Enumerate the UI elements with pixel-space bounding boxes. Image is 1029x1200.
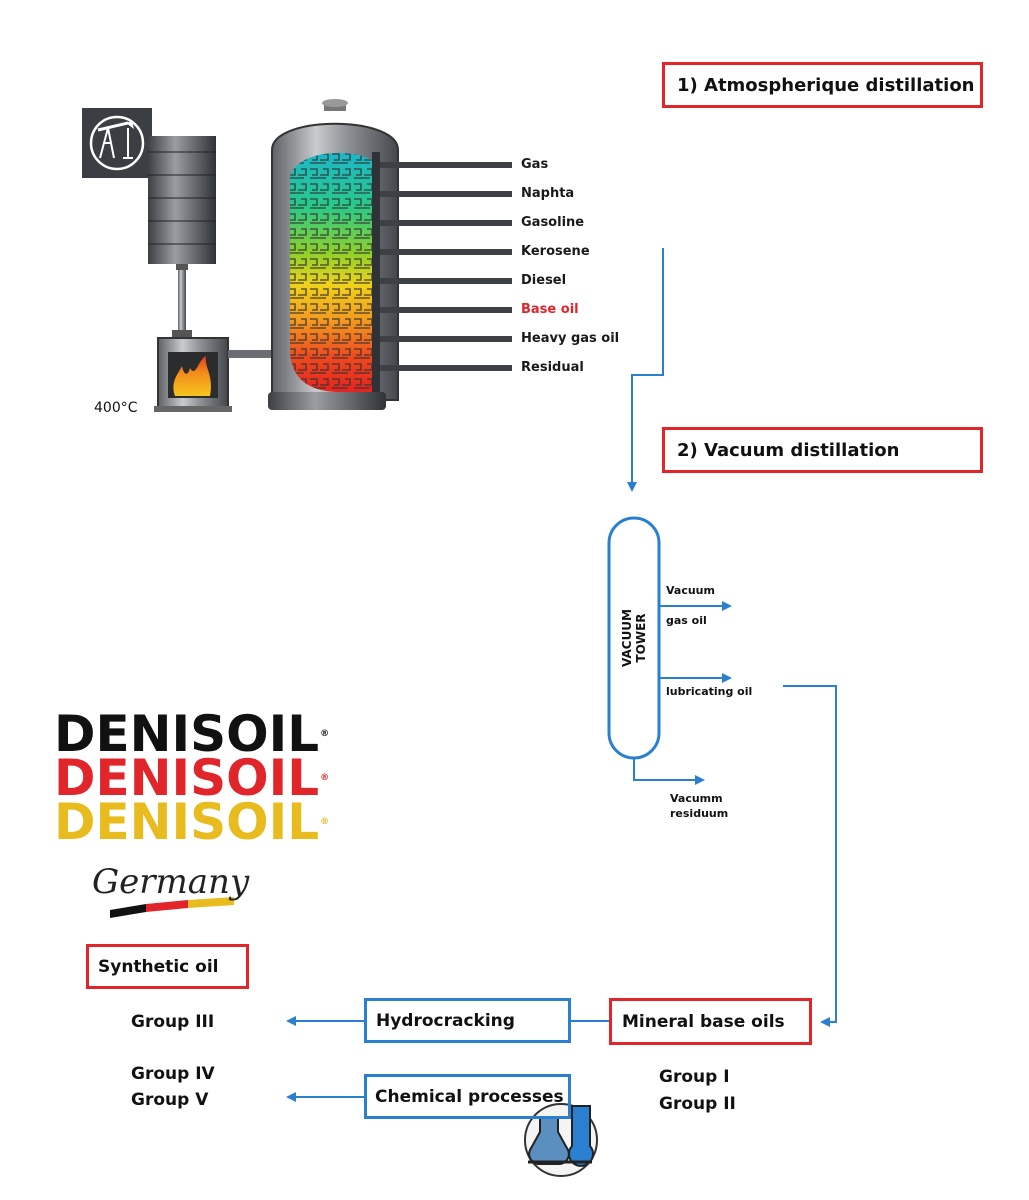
crude-tank <box>148 136 216 338</box>
lab-flask-icon <box>524 1103 598 1177</box>
output-heavy-gas-oil: Heavy gas oil <box>521 331 620 346</box>
group-ii: Group II <box>659 1094 736 1114</box>
hydrocracking-box: Hydrocracking <box>364 998 571 1043</box>
vacuum-tower-name: VACUUM TOWER <box>620 609 648 667</box>
brand-country: Germany <box>92 862 250 902</box>
group-i: Group I <box>659 1067 730 1087</box>
output-diesel: Diesel <box>521 273 567 288</box>
output-naphta: Naphta <box>521 186 575 201</box>
brand-name-red: DENISOIL <box>54 749 320 807</box>
output-gas: Gas <box>521 157 549 172</box>
vacuum-tower-name-line1: VACUUM <box>620 609 634 667</box>
germany-flag-stripe <box>110 897 234 918</box>
chemical-processes-box: Chemical processes <box>364 1074 571 1119</box>
output-residual: Residual <box>521 360 584 375</box>
vacuum-output-1-line2: gas oil <box>666 614 707 627</box>
brand-reg-black: ® <box>320 729 330 739</box>
output-base-oil: Base oil <box>521 302 579 317</box>
group-iii: Group III <box>131 1012 215 1032</box>
vacuum-output-1-line1: Vacuum <box>666 584 715 597</box>
step-atmospheric-box: 1) Atmospherique distillation <box>662 62 983 108</box>
furnace-temperature: 400°C <box>94 400 138 416</box>
hydrocracking-label: Hydrocracking <box>376 1010 515 1031</box>
mineral-base-oils-box: Mineral base oils <box>609 998 812 1045</box>
brand-reg-red: ® <box>320 773 330 783</box>
vacuum-tower-name-line2: TOWER <box>634 613 648 663</box>
group-iv: Group IV <box>131 1064 215 1084</box>
chemical-processes-label: Chemical processes <box>375 1086 564 1107</box>
vacuum-out-3-line <box>633 758 705 785</box>
brand-name-black: DENISOIL <box>54 705 320 763</box>
brand-reg-gold: ® <box>320 817 330 827</box>
output-pipes <box>380 162 512 371</box>
vacuum-output-3-line1: Vacumm <box>670 792 723 805</box>
brand-logo-black: DENISOIL® <box>54 709 330 759</box>
output-kerosene: Kerosene <box>521 244 590 259</box>
synthetic-oil-box: Synthetic oil <box>86 944 249 989</box>
oil-pump-icon <box>82 108 152 178</box>
distillation-column <box>268 99 399 410</box>
brand-name-gold: DENISOIL <box>54 793 320 851</box>
brand-logo-gold: DENISOIL® <box>54 797 330 847</box>
step-vacuum-label: 2) Vacuum distillation <box>677 439 900 461</box>
mineral-base-oils-label: Mineral base oils <box>622 1011 785 1032</box>
flow-arrow-to-vacuum <box>627 248 664 492</box>
output-gasoline: Gasoline <box>521 215 585 230</box>
flow-arrow-to-mineral <box>783 685 837 1027</box>
step-atmospheric-label: 1) Atmospherique distillation <box>677 74 975 96</box>
vacuum-output-2: lubricating oil <box>666 685 753 698</box>
synthetic-oil-label: Synthetic oil <box>98 956 219 977</box>
brand-logo-red: DENISOIL® <box>54 753 330 803</box>
step-vacuum-box: 2) Vacuum distillation <box>662 427 983 473</box>
vacuum-output-3-line2: residuum <box>670 807 729 820</box>
furnace <box>154 337 272 412</box>
group-v: Group V <box>131 1090 209 1110</box>
